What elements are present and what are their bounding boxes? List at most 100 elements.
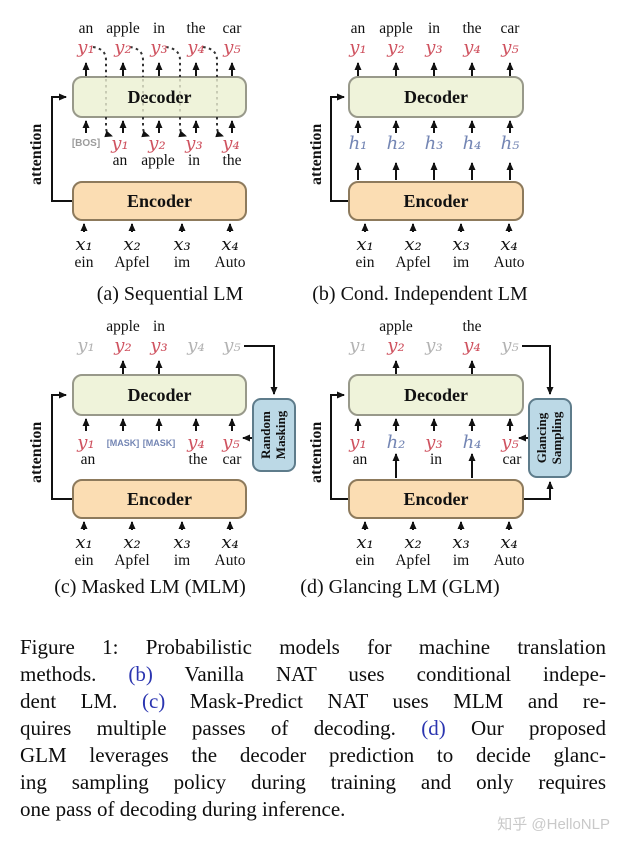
token-label: y₂ (148, 133, 166, 154)
source-token: x₃ (173, 532, 191, 553)
input-word: the (188, 451, 208, 468)
caption-text: methods. (20, 662, 129, 686)
caption-line: Figure 1: Probabilistic models for machi… (20, 634, 606, 661)
source-token: x₁ (75, 532, 93, 553)
output-word: the (462, 318, 482, 335)
output-word: in (152, 20, 166, 37)
token-label: y₃ (185, 133, 203, 154)
source-token: x₂ (123, 234, 141, 255)
output-word: car (500, 20, 520, 37)
glancing-sampling-box (528, 398, 572, 478)
token-label: y₃ (425, 432, 443, 453)
decoder-box-d: Decoder (348, 374, 524, 416)
token-label: y₁ (349, 335, 367, 356)
caption-ref-d: (d) (421, 716, 446, 740)
token-label: y₁ (77, 335, 95, 356)
caption-text: Our proposed (445, 716, 606, 740)
source-word: ein (355, 552, 375, 569)
source-token: x₁ (356, 234, 374, 255)
output-word: an (78, 20, 94, 37)
source-word: Apfel (114, 552, 150, 569)
source-token: x₁ (75, 234, 93, 255)
hidden-token: h₄ (462, 133, 482, 154)
caption-text: one pass of decoding during inference. (20, 797, 346, 821)
output-word: apple (379, 20, 413, 37)
decoder-label: Decoder (404, 86, 468, 107)
subcaption-a: (a) Sequential LM (96, 283, 244, 305)
encoder-box-b: Encoder (348, 181, 524, 221)
y5-to-sampling-line (522, 345, 554, 395)
token-label: y₃ (150, 37, 168, 58)
hidden-token: h₂ (386, 133, 406, 154)
mask-token: [MASK] (142, 438, 176, 448)
token-label: y₁ (77, 432, 95, 453)
decoder-box-a: Decoder (72, 76, 247, 118)
caption-text: ing sampling policy during training and … (20, 770, 606, 794)
input-word: in (187, 152, 201, 169)
input-word: an (352, 451, 368, 468)
encoder-box-c: Encoder (72, 479, 247, 519)
source-word: im (452, 552, 470, 569)
caption-line: quires multiple passes of decoding. (d) … (20, 715, 606, 742)
caption-text: Vanilla NAT uses conditional indepe- (152, 662, 607, 686)
subcaption-d: (d) Glancing LM (GLM) (300, 576, 500, 598)
token-label: y₁ (111, 133, 129, 154)
token-label: y₄ (463, 335, 481, 356)
caption-text: quires multiple passes of decoding. (20, 716, 422, 740)
output-word: the (462, 20, 482, 37)
output-word: apple (106, 20, 140, 37)
caption-line: ing sampling policy during training and … (20, 769, 606, 796)
source-token: x₂ (123, 532, 141, 553)
source-token: x₄ (221, 234, 239, 255)
random-masking-box (252, 398, 296, 472)
caption-text: GLM leverages the decoder prediction to … (20, 743, 606, 767)
source-token: x₄ (500, 532, 518, 553)
output-word: apple (379, 318, 413, 335)
decoder-label: Decoder (404, 384, 468, 405)
token-label: y₂ (114, 335, 132, 356)
source-token: x₄ (500, 234, 518, 255)
input-word: the (222, 152, 242, 169)
source-token: x₃ (452, 532, 470, 553)
caption-text: Mask-Predict NAT uses MLM and re- (165, 689, 607, 713)
random-masking-label: Random Masking (258, 410, 288, 460)
source-token: x₂ (404, 234, 422, 255)
input-word: car (502, 451, 522, 468)
attention-label: attention (28, 421, 45, 483)
token-label: y₃ (425, 335, 443, 356)
source-word: Auto (493, 552, 525, 569)
token-label: y₅ (223, 335, 241, 356)
attention-label: attention (28, 123, 45, 185)
caption-line: one pass of decoding during inference. (20, 796, 606, 823)
encoder-label: Encoder (127, 190, 192, 211)
output-word: apple (106, 318, 140, 335)
token-label: y₄ (187, 37, 205, 58)
decoder-box-c: Decoder (72, 374, 247, 416)
encoder-label: Encoder (403, 488, 469, 509)
token-label: y₄ (187, 432, 205, 453)
token-label: y₃ (425, 37, 443, 58)
output-word: in (152, 318, 166, 335)
hidden-token: h₃ (424, 133, 444, 154)
source-word: ein (74, 254, 94, 271)
source-word: Auto (214, 254, 246, 271)
output-word: car (222, 20, 242, 37)
token-label: y₅ (223, 37, 241, 58)
input-word: an (112, 152, 128, 169)
token-label: y₂ (387, 335, 405, 356)
source-word: Apfel (395, 552, 431, 569)
source-token: x₃ (452, 234, 470, 255)
output-word: an (350, 20, 366, 37)
attention-line (51, 93, 72, 202)
source-word: im (452, 254, 470, 271)
decoder-label: Decoder (127, 384, 192, 405)
mask-token: [MASK] (106, 438, 140, 448)
source-word: im (173, 552, 191, 569)
encoder-box-a: Encoder (72, 181, 247, 221)
figure-caption: Figure 1: Probabilistic models for machi… (20, 634, 606, 823)
encoder-label: Encoder (403, 190, 469, 211)
token-label: y₄ (222, 133, 240, 154)
attention-label: attention (308, 421, 325, 483)
hidden-token: h₄ (462, 432, 482, 453)
